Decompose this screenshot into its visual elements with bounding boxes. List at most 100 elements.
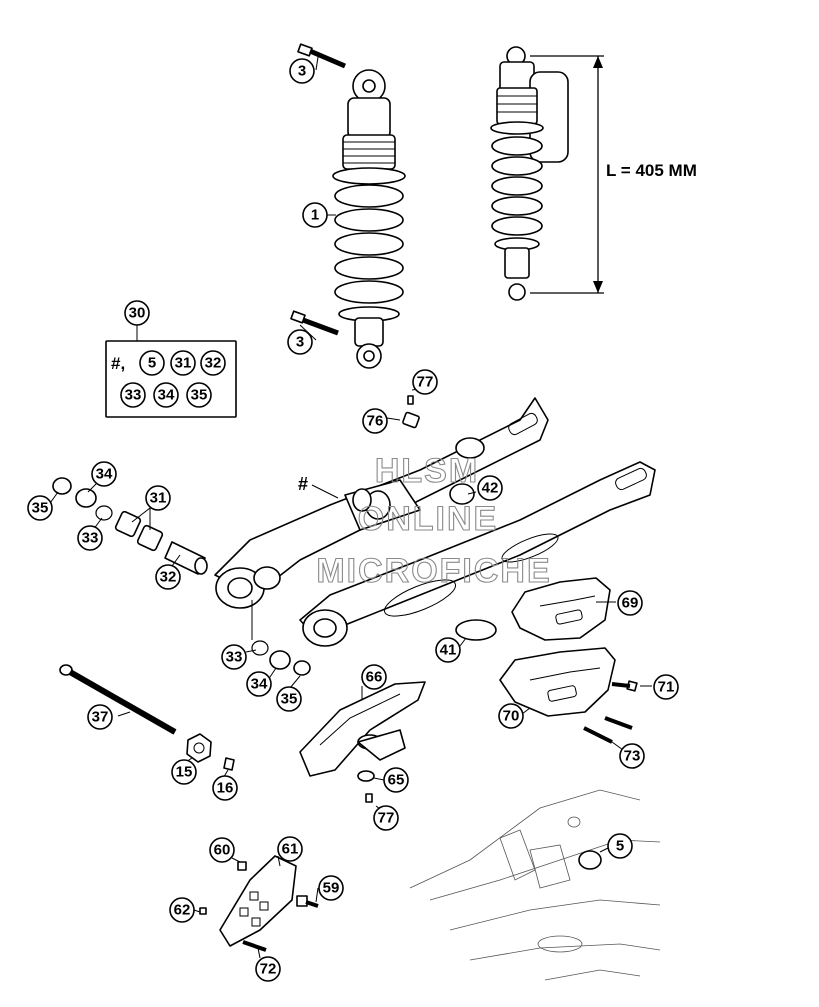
axle-nut — [186, 733, 212, 763]
nut-5 — [578, 850, 602, 870]
callout-61: 61 — [277, 836, 303, 862]
svg-text:65: 65 — [388, 772, 405, 789]
watermark: HLSM ONLINE MICROFICHE — [316, 451, 551, 590]
kit-hash-marker: # — [298, 474, 308, 494]
callout-77-top: 77 — [412, 369, 438, 395]
svg-text:77: 77 — [417, 374, 434, 391]
callout-42: 42 — [477, 475, 503, 501]
svg-text:59: 59 — [323, 880, 340, 897]
bearing-kit-box: #, 5 31 32 33 34 35 — [105, 325, 237, 418]
svg-text:1: 1 — [311, 207, 319, 224]
screw-77-top — [407, 395, 414, 405]
swingarm: # — [214, 397, 656, 647]
plug — [455, 619, 497, 641]
svg-text:41: 41 — [440, 642, 457, 659]
svg-text:62: 62 — [174, 902, 191, 919]
shock-bottom-bolt — [290, 310, 339, 336]
svg-text:34: 34 — [96, 466, 113, 483]
chain-slider — [299, 681, 426, 777]
svg-text:42: 42 — [482, 480, 499, 497]
watermark-line2: ONLINE — [358, 500, 498, 538]
callout-66: 66 — [361, 664, 387, 690]
axle-cap — [223, 757, 235, 771]
frame-reference-sketch — [409, 789, 661, 981]
callout-37: 37 — [87, 704, 113, 730]
kit-item-34: 34 — [153, 382, 179, 408]
callout-73: 73 — [619, 743, 645, 769]
shock-absorber — [332, 69, 406, 369]
pivot-bearings-left — [52, 477, 208, 575]
svg-text:16: 16 — [217, 780, 234, 797]
callout-69: 69 — [617, 590, 643, 616]
callout-70: 70 — [498, 703, 524, 729]
callout-3-bottom: 3 — [287, 329, 313, 355]
bolt-59 — [296, 895, 319, 908]
bolt-72 — [242, 940, 267, 952]
callout-34-left: 34 — [91, 461, 117, 487]
svg-text:37: 37 — [92, 709, 109, 726]
svg-text:35: 35 — [32, 500, 49, 517]
svg-text:73: 73 — [624, 748, 641, 765]
bushing-60 — [237, 861, 247, 871]
callout-72: 72 — [255, 956, 281, 982]
kit-item-5: 5 — [139, 350, 165, 376]
svg-text:72: 72 — [260, 961, 277, 978]
callout-41: 41 — [435, 637, 461, 663]
kit-item-33: 33 — [120, 382, 146, 408]
svg-text:15: 15 — [176, 764, 193, 781]
slider-screw — [365, 793, 373, 803]
callout-59: 59 — [318, 875, 344, 901]
callout-34-bottom: 34 — [246, 671, 272, 697]
svg-text:34: 34 — [251, 676, 268, 693]
svg-text:30: 30 — [129, 305, 146, 322]
kit-item-32: 32 — [200, 350, 226, 376]
callout-71: 71 — [653, 674, 679, 700]
callout-62: 62 — [169, 897, 195, 923]
chain-guide-upper — [511, 577, 611, 641]
svg-text:31: 31 — [150, 490, 167, 507]
svg-text:5: 5 — [148, 355, 156, 372]
nut-62 — [199, 907, 207, 915]
svg-text:35: 35 — [281, 691, 298, 708]
svg-text:35: 35 — [191, 387, 208, 404]
svg-text:3: 3 — [298, 63, 306, 80]
callout-16: 16 — [212, 775, 238, 801]
guide-bolt-71 — [611, 680, 638, 692]
callout-33-bottom: 33 — [221, 644, 247, 670]
svg-text:61: 61 — [282, 841, 299, 858]
clamp-76 — [402, 411, 420, 429]
svg-text:76: 76 — [367, 413, 384, 430]
callout-35-left: 35 — [27, 495, 53, 521]
callout-1: 1 — [302, 202, 328, 228]
length-dimension: L = 405 MM — [530, 55, 697, 294]
svg-text:32: 32 — [160, 569, 177, 586]
shock-absorber-side-view — [490, 46, 569, 301]
svg-text:70: 70 — [503, 708, 520, 725]
callout-5: 5 — [607, 833, 633, 859]
shock-top-bolt — [297, 43, 346, 69]
callout-35-bottom: 35 — [276, 686, 302, 712]
chain-guide-lower — [499, 647, 616, 717]
pivot-axle — [59, 664, 177, 735]
svg-text:33: 33 — [226, 649, 243, 666]
svg-text:66: 66 — [366, 669, 383, 686]
guide-bolt-73 — [583, 716, 633, 744]
svg-text:69: 69 — [622, 595, 639, 612]
watermark-line3: MICROFICHE — [316, 552, 551, 590]
svg-text:33: 33 — [125, 387, 142, 404]
svg-text:71: 71 — [658, 679, 675, 696]
callout-32: 32 — [155, 564, 181, 590]
watermark-line1: HLSM — [375, 452, 479, 490]
callout-33-left: 33 — [77, 525, 103, 551]
callout-76: 76 — [362, 408, 388, 434]
kit-item-31: 31 — [170, 350, 196, 376]
callout-77-bottom: 77 — [373, 805, 399, 831]
callout-31: 31 — [145, 485, 171, 511]
callout-65: 65 — [383, 767, 409, 793]
svg-text:31: 31 — [175, 355, 192, 372]
svg-text:60: 60 — [214, 842, 231, 859]
pivot-bearings-bottom — [251, 640, 311, 676]
callout-3-top: 3 — [289, 58, 315, 84]
svg-text:3: 3 — [296, 334, 304, 351]
